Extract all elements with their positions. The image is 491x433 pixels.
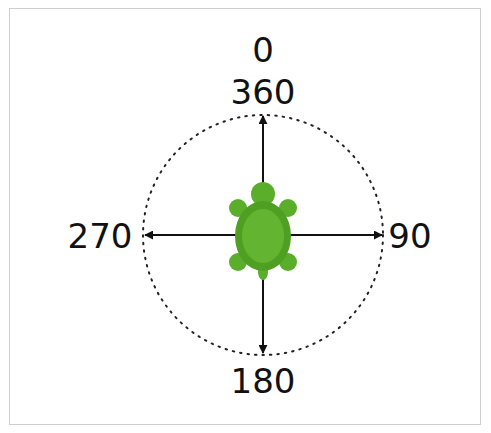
- angle-label: 270: [68, 219, 133, 253]
- direction-arrows: [145, 116, 382, 353]
- frame-border: [10, 9, 481, 425]
- turtle-icon: [229, 182, 297, 280]
- angle-label: 360: [231, 75, 296, 109]
- dotted-circle: [143, 115, 383, 355]
- angle-label: 90: [388, 219, 431, 253]
- angle-label: 0: [252, 33, 274, 67]
- angle-label: 180: [231, 364, 296, 398]
